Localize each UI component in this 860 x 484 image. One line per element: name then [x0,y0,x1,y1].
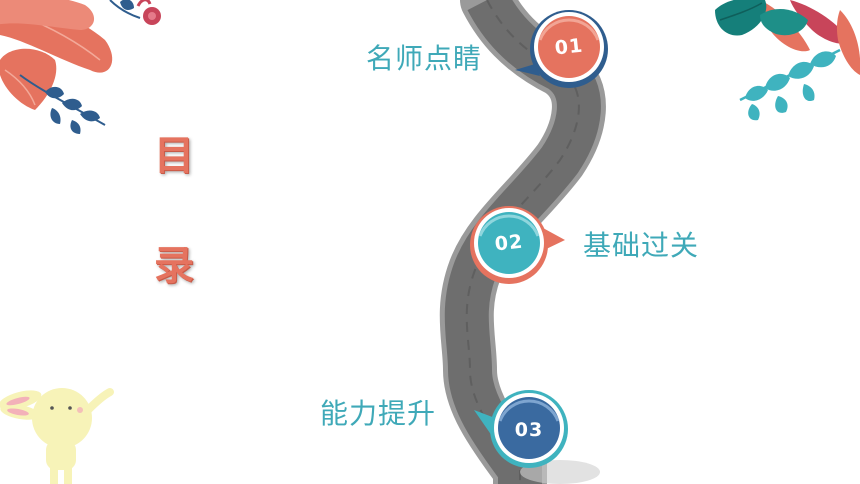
badge-02-icon [470,206,565,284]
item-label-02[interactable]: 基础过关 [583,229,700,262]
item-label-01[interactable]: 名师点睛 [366,42,483,75]
badge-number-02[interactable]: 02 [493,230,525,256]
leaf-cluster-top-left-icon [0,0,161,134]
leaf-cluster-top-right-icon [715,0,860,121]
title-char-1: 目 [154,133,194,179]
badge-number-01[interactable]: 01 [553,34,585,60]
item-label-03[interactable]: 能力提升 [320,397,437,430]
badge-03-icon [474,390,568,468]
rabbit-icon [0,388,114,484]
title-char-2: 录 [154,243,194,289]
badge-01-icon [515,10,608,88]
badge-number-03[interactable]: 03 [514,419,544,441]
